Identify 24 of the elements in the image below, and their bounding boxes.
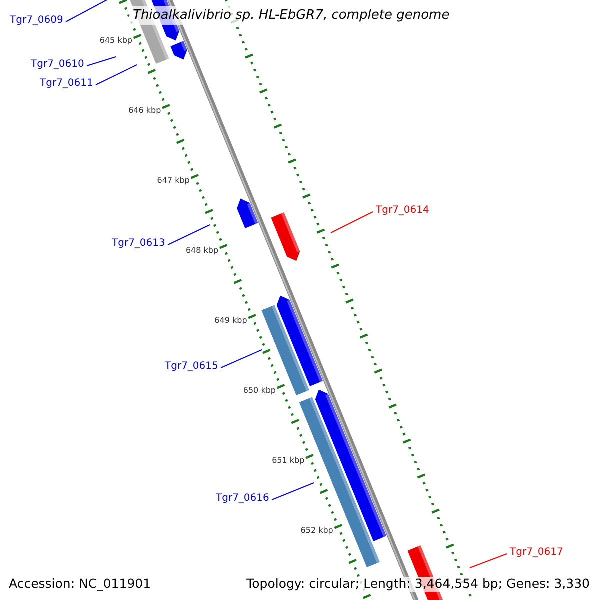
scale-label: 650 kbp <box>243 386 276 395</box>
leader-line <box>470 554 508 568</box>
scale-label: 652 kbp <box>300 526 334 535</box>
gene-label: Tgr7_0614 <box>376 206 430 216</box>
gene-label: Tgr7_0616 <box>216 494 270 504</box>
scale-label: 646 kbp <box>128 106 162 115</box>
leader-line <box>96 64 138 86</box>
leader-line <box>86 56 116 66</box>
leader-line <box>220 350 262 368</box>
gene-label: Tgr7_0615 <box>165 362 218 372</box>
scale-label: 651 kbp <box>272 456 305 465</box>
leader-line <box>66 0 108 22</box>
leader-line <box>272 482 314 500</box>
leader-line <box>168 224 210 246</box>
scale-label: 649 kbp <box>214 316 248 325</box>
scale-label: 648 kbp <box>186 246 219 255</box>
gene-label: Tgr7_0611 <box>40 79 94 89</box>
gene-label: Tgr7_0613 <box>112 239 166 249</box>
scale-label: 647 kbp <box>157 176 190 185</box>
gene-label: Tgr7_0617 <box>510 548 564 558</box>
scale-label: 645 kbp <box>100 36 132 45</box>
gene-label: Tgr7_0610 <box>31 60 84 70</box>
gene-label: Tgr7_0609 <box>10 16 64 26</box>
leader-line <box>330 212 374 234</box>
